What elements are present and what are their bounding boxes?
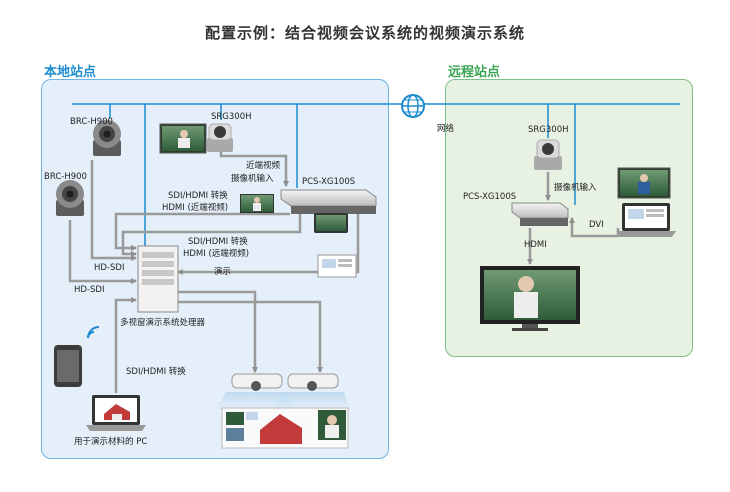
hdmi-far-video-label: HDMI (远端视频) (183, 249, 250, 259)
presentation-pc (86, 395, 146, 431)
pcs-codec-remote (511, 202, 569, 226)
presentation-thumbnail (317, 254, 357, 278)
processor-label: 多视窗演示系统处理器 (120, 318, 206, 328)
local-connections (68, 150, 360, 393)
camera-input-remote-label: 摄像机输入 (554, 183, 597, 193)
pcs-display-local (314, 213, 348, 233)
remote-presenter-monitor (617, 167, 671, 199)
hd-sdi-2-label: HD-SDI (74, 285, 105, 295)
near-video-label: 近端视频 (246, 161, 281, 171)
remote-site-label: 远程站点 (448, 65, 501, 80)
sdi-hdmi-near-label: SDI/HDMI 转换 (168, 191, 228, 201)
camera-input-local-label: 摄像机输入 (231, 174, 274, 184)
remote-main-monitor (480, 266, 580, 331)
hdmi-label: HDMI (524, 240, 547, 250)
projector-1 (216, 373, 296, 410)
hdmi-near-video-label: HDMI (近端视频) (162, 203, 229, 213)
brc-camera-1 (93, 120, 121, 156)
presentation-label: 演示 (214, 267, 232, 277)
page-title: 配置示例：结合视频会议系统的视频演示系统 (204, 24, 525, 42)
pc-label: 用于演示材料的 PC (74, 437, 148, 447)
tablet-device (54, 345, 82, 387)
srg-camera-remote (534, 139, 562, 170)
srg-camera-remote-label: SRG300H (528, 125, 569, 135)
network-globe-icon (401, 94, 425, 118)
projector-2 (274, 373, 350, 410)
pcs-remote-label: PCS-XG100S (463, 192, 517, 202)
processor-tower (137, 245, 179, 313)
sdi-hdmi-pc-label: SDI/HDMI 转换 (126, 367, 186, 377)
network-bus (72, 103, 680, 250)
brc-camera-2 (56, 180, 84, 216)
projection-screen (221, 407, 349, 449)
pcs-local-label: PCS-XG100S (302, 177, 356, 187)
srg-camera-local (207, 123, 233, 152)
remote-laptop (616, 203, 676, 237)
srg-camera-local-label: SRG300H (211, 112, 252, 122)
hd-sdi-1-label: HD-SDI (94, 263, 125, 273)
brc-camera-2-label: BRC-H900 (44, 172, 87, 182)
wifi-icon (87, 326, 100, 339)
dvi-label: DVI (589, 220, 604, 230)
brc-camera-1-label: BRC-H900 (70, 117, 113, 127)
sdi-hdmi-far-label: SDI/HDMI 转换 (188, 237, 248, 247)
network-label: 网络 (437, 124, 455, 134)
local-site-label: 本地站点 (44, 65, 97, 80)
pcs-codec-local (240, 189, 377, 214)
near-video-monitor (159, 123, 207, 154)
